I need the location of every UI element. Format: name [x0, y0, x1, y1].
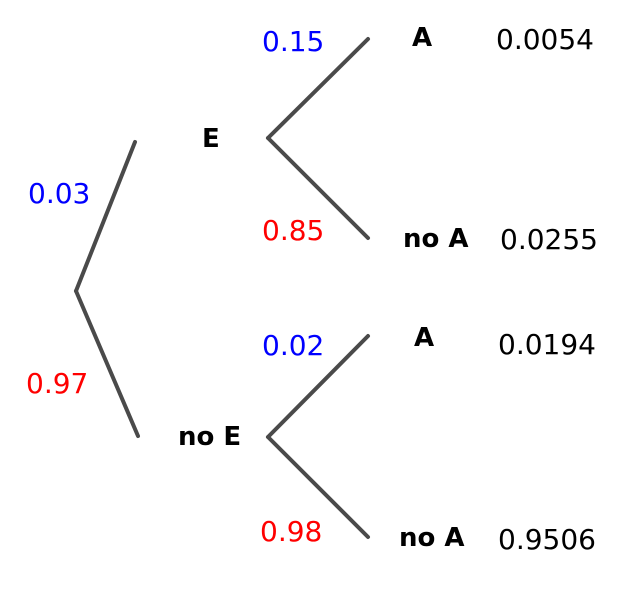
branch-e-to-no-a: [266, 136, 370, 240]
node-a-under-not-e-label: A: [414, 323, 435, 353]
branch-root-to-no-e: [74, 289, 140, 438]
joint-e-and-a-value: 0.0054: [496, 23, 594, 56]
prob-a-given-e-label: 0.15: [262, 25, 325, 58]
joint-not-e-and-a-value: 0.0194: [498, 328, 596, 361]
prob-not-a-given-not-e-label: 0.98: [260, 515, 323, 548]
branch-root-to-e: [74, 140, 137, 293]
node-e-label: E: [202, 124, 220, 154]
prob-not-a-given-e-label: 0.85: [262, 214, 325, 247]
node-not-a-under-e-label: no A: [403, 224, 469, 254]
joint-e-and-not-a-value: 0.0255: [500, 223, 598, 256]
joint-not-e-and-not-a-value: 0.9506: [498, 523, 596, 556]
branch-no-e-to-a: [266, 334, 370, 439]
node-not-e-label: no E: [178, 422, 242, 452]
prob-not-e-label: 0.97: [26, 367, 89, 400]
branch-no-e-to-no-a: [266, 435, 370, 539]
node-not-a-under-not-e-label: no A: [399, 523, 465, 553]
prob-e-label: 0.03: [28, 177, 91, 210]
branch-e-to-a: [266, 37, 370, 140]
prob-a-given-not-e-label: 0.02: [262, 329, 325, 362]
node-a-under-e-label: A: [412, 23, 433, 53]
